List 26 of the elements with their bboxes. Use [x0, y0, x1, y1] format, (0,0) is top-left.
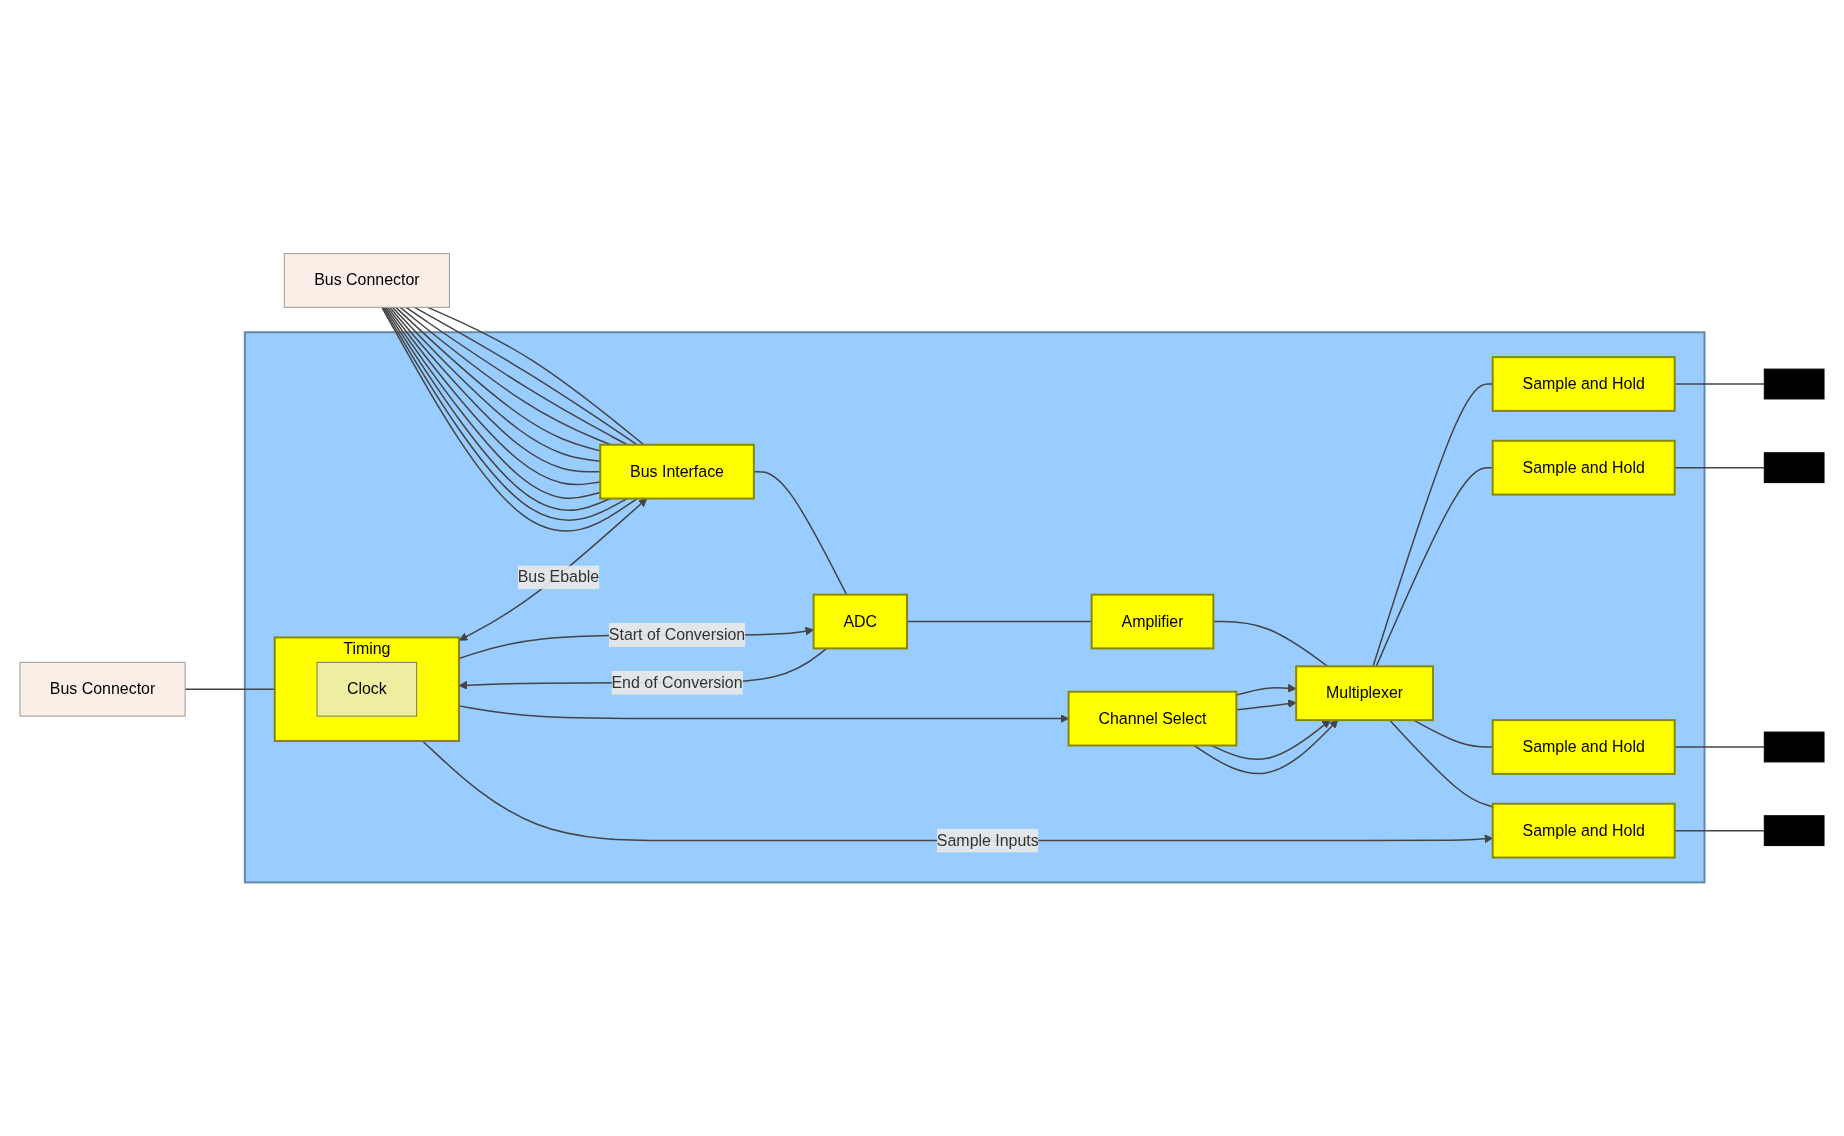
node-box: ADC — [812, 593, 908, 650]
edge-label: End of Conversion — [611, 673, 743, 691]
arrow — [458, 498, 648, 641]
node-box: Channel Select — [1067, 690, 1238, 747]
node-box: Sample and Hold — [1491, 439, 1676, 496]
node-box: Clock — [316, 661, 418, 717]
arrow — [1210, 719, 1331, 760]
node-box: Sample and Hold — [1491, 802, 1676, 859]
node-box: Bus Connector — [19, 661, 186, 717]
arrow — [1193, 719, 1339, 775]
connector — [753, 470, 848, 596]
node-bar — [1763, 731, 1825, 763]
node-box: Bus Interface — [599, 443, 755, 500]
arrow — [458, 705, 1069, 723]
node-box: Amplifier — [1090, 593, 1215, 650]
node-box: Bus Connector — [283, 253, 450, 308]
edge-label: Bus Ebable — [517, 568, 600, 586]
node-box: Sample and Hold — [1491, 356, 1676, 412]
edge-label: Sample Inputs — [936, 831, 1039, 849]
node-bar — [1763, 368, 1825, 400]
node-bar — [1763, 815, 1825, 847]
node-box: Multiplexer — [1295, 665, 1434, 722]
edge-label: Start of Conversion — [608, 626, 746, 643]
cluster — [243, 331, 1706, 884]
node-box: Sample and Hold — [1491, 719, 1676, 775]
node-bar — [1763, 452, 1825, 484]
